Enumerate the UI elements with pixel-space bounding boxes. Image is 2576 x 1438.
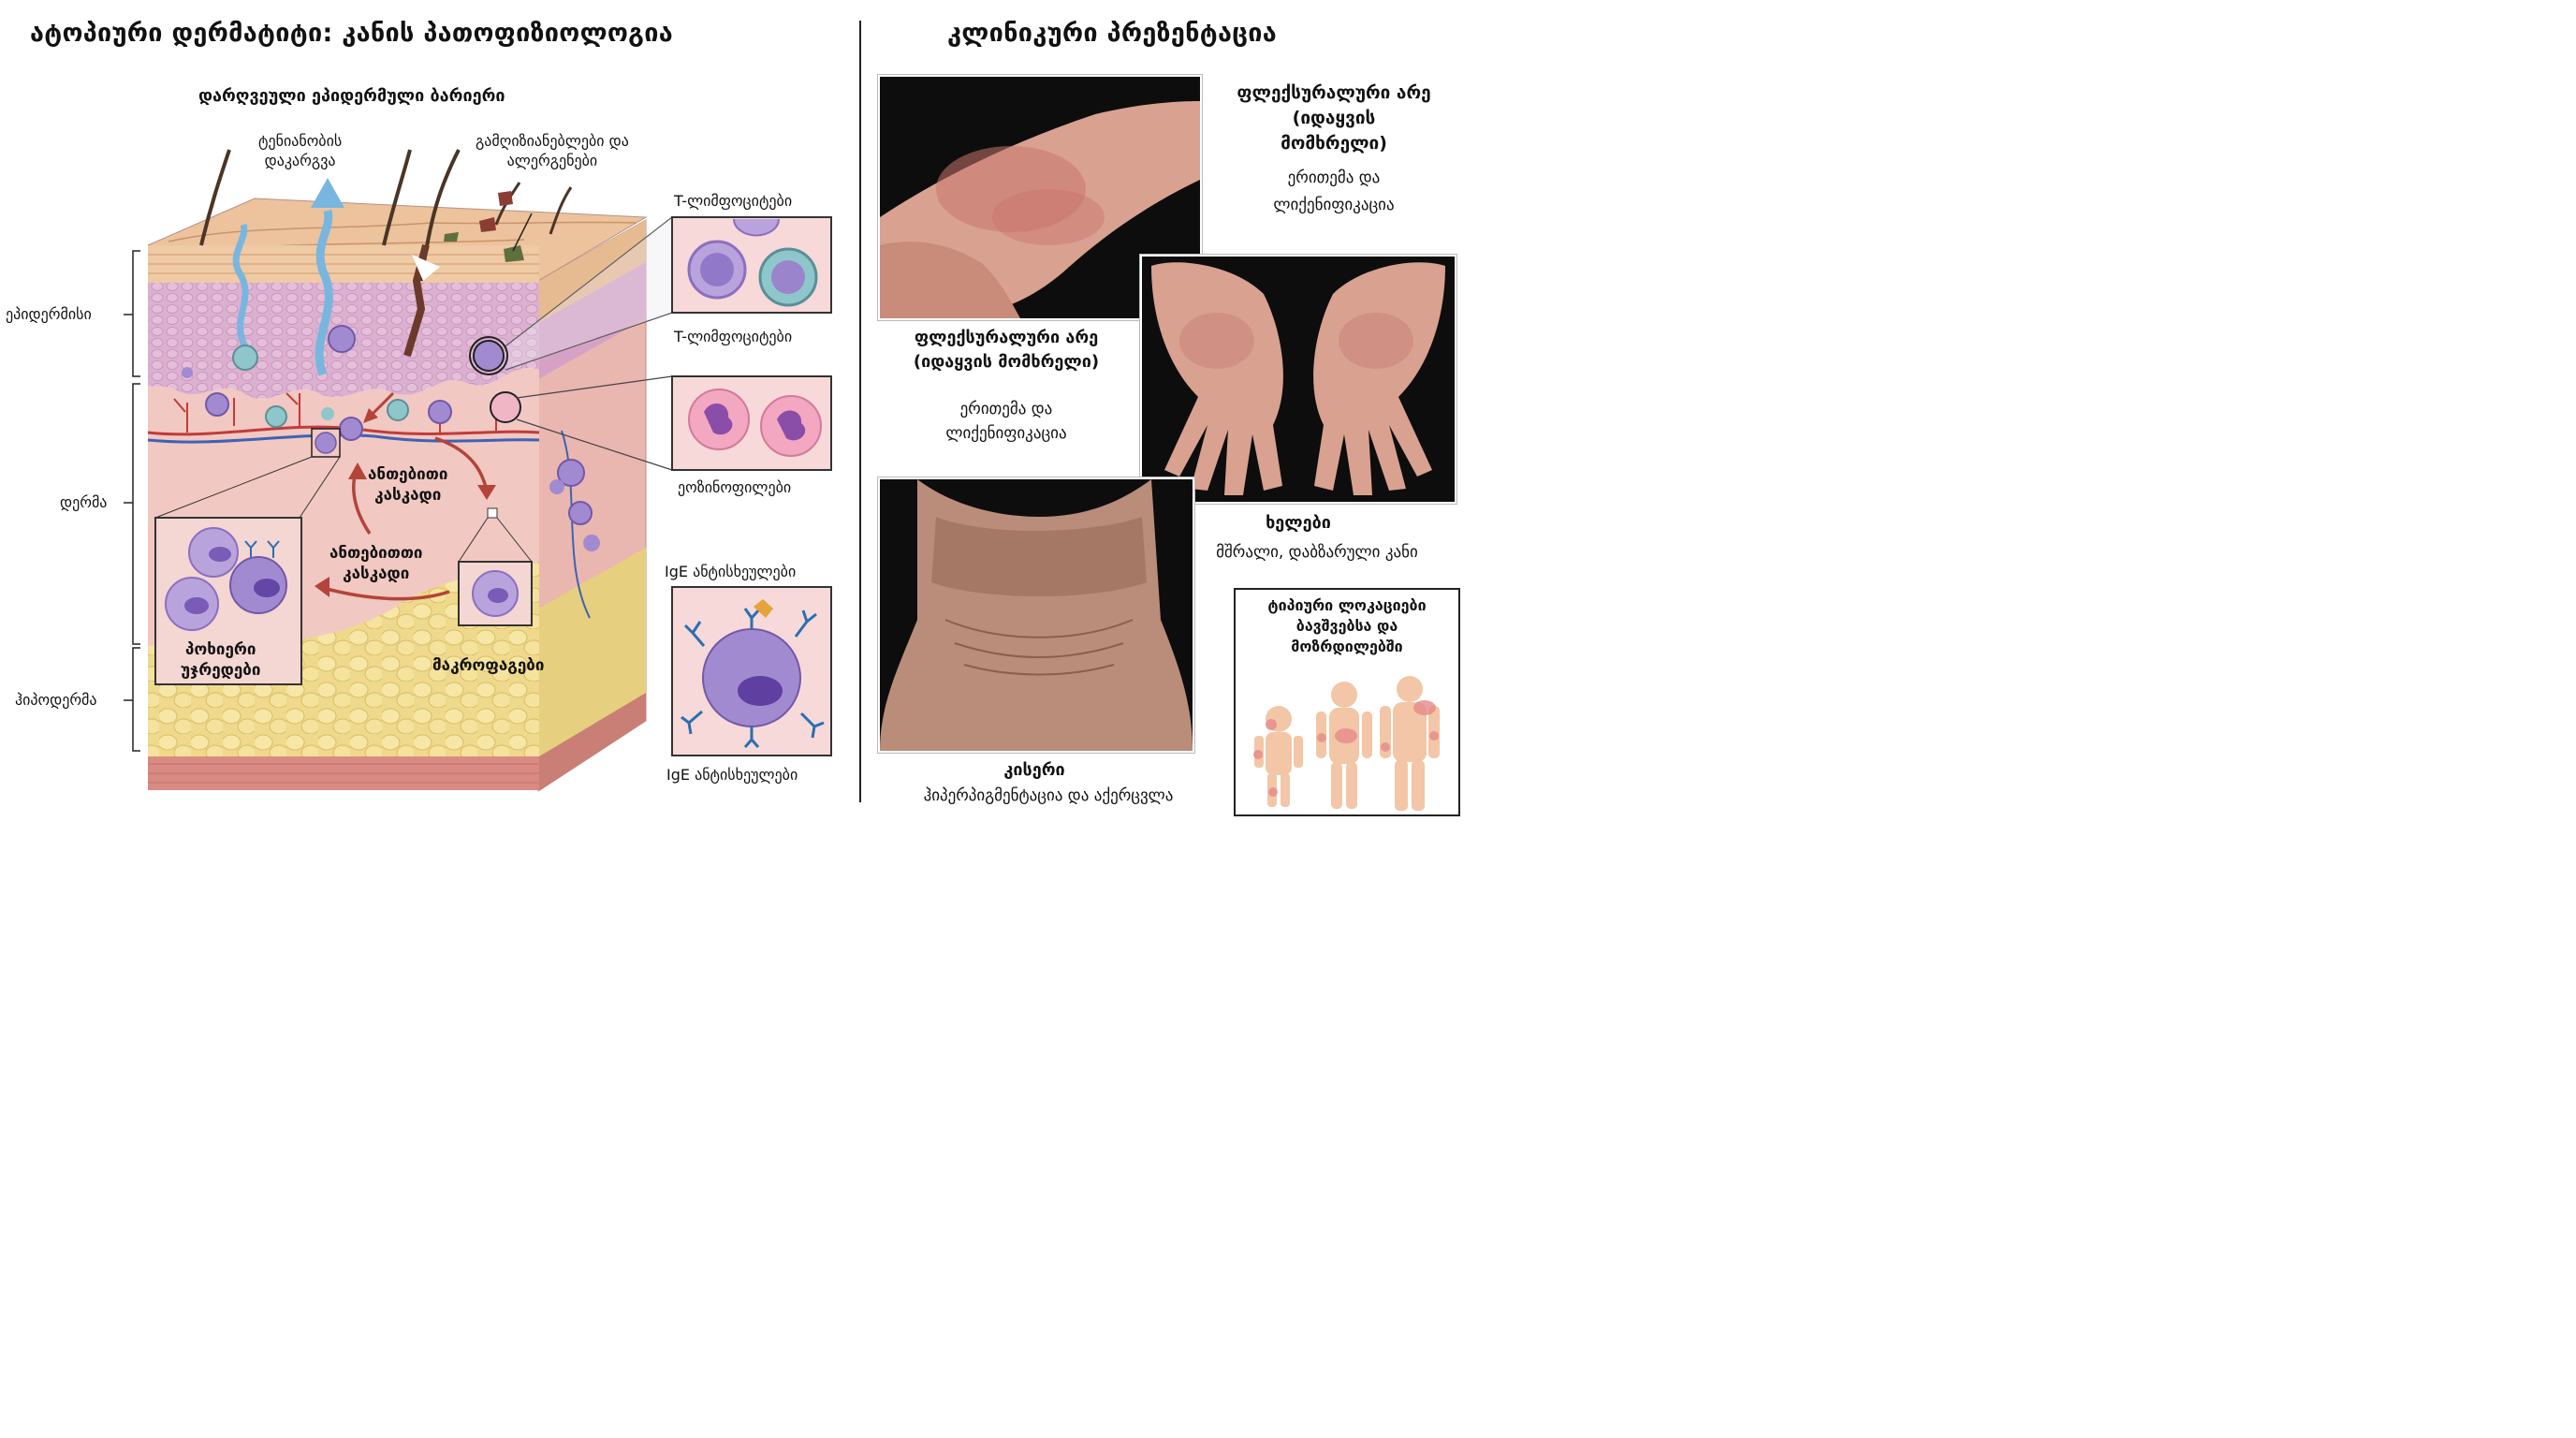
flexural-caption-desc-2: ლიქენიფიკაცია xyxy=(945,424,1067,443)
macrophages-label: მაკროფაგები xyxy=(432,656,545,675)
hypodermis-label: ჰიპოდერმა xyxy=(15,691,97,709)
flexural-caption-title-2: (იდაყვის მომხრელი) xyxy=(913,352,1100,372)
right-title: კლინიკური პრეზენტაცია xyxy=(947,19,1278,48)
typical-title-3: მოზრდილებში xyxy=(1291,638,1403,655)
flexural-side-title-3: მომხრელი) xyxy=(1281,133,1387,154)
water-loss-line-2: დაკარგვა xyxy=(264,152,336,169)
flexural-side-desc: ერითემა და ლიქენიფიკაცია xyxy=(1226,165,1442,219)
body-figures xyxy=(1253,676,1440,811)
inflammatory-cascade-1: ანთებითი კასკადი xyxy=(368,464,447,506)
skin-cross-section-diagram xyxy=(124,149,832,792)
flexural-side-title-2: (იდაყვის xyxy=(1292,108,1376,128)
typical-title-2: ბავშვებსა და xyxy=(1295,617,1398,635)
flexural-caption-desc-1: ერითემა და xyxy=(959,400,1053,418)
hypodermis-fat xyxy=(148,562,539,756)
eosinophils-label: ეოზინოფილები xyxy=(678,478,792,496)
irritants-line-1: გამღიზიანებლები და xyxy=(476,132,629,150)
ige-top-label: IgE ანტისხეულები xyxy=(665,563,797,580)
water-loss-line-1: ტენიანობის xyxy=(258,132,343,150)
section-divider xyxy=(859,21,861,802)
irritants-label: გამღიზიანებლები და ალერგენები xyxy=(476,131,629,170)
elbow-illustration xyxy=(880,101,1200,318)
flexural-caption-title: ფლექსურალური არე (იდაყვის მომხრელი) xyxy=(880,326,1133,374)
typical-title: ტიპიური ლოკაციები ბავშვებსა და მოზრდილებ… xyxy=(1236,595,1458,657)
flexural-side-desc-1: ერითემა და xyxy=(1287,169,1381,187)
t-cells-bottom-label: T-ლიმფოციტები xyxy=(674,328,793,345)
flexural-side-desc-2: ლიქენიფიკაცია xyxy=(1273,196,1395,214)
inflam-2-line-1: ანთებითთი xyxy=(329,544,423,563)
mast-cells-line-2: უჯრედები xyxy=(181,661,261,680)
hands-photo xyxy=(1140,255,1456,504)
water-loss-label: ტენიანობის დაკარგვა xyxy=(258,131,342,170)
left-title: ატოპიური დერმატიტი: კანის პათოფიზიოლოგია xyxy=(30,19,674,48)
neck-title: კისერი xyxy=(1003,760,1065,780)
typical-locations-box: ტიპიური ლოკაციები ბავშვებსა და მოზრდილებ… xyxy=(1234,588,1460,816)
inflam-1-line-2: კასკადი xyxy=(374,486,442,505)
hands-desc: მშრალი, დაბზარული კანი xyxy=(1216,543,1418,562)
t-cells-top-label: T-ლიმფოციტები xyxy=(674,192,793,210)
dermis-label: დერმა xyxy=(60,493,108,511)
neck-illustration xyxy=(880,479,1193,751)
immune-cells xyxy=(182,325,600,551)
hands-illustration xyxy=(1151,262,1445,495)
neck-photo xyxy=(878,477,1194,753)
hands-title: ხელები xyxy=(1266,513,1331,533)
flexural-caption-desc: ერითემა და ლიქენიფიკაცია xyxy=(899,397,1114,446)
flexural-caption-title-1: ფლექსურალური არე xyxy=(914,328,1099,347)
irritants-line-2: ალერგენები xyxy=(506,152,598,169)
epidermis-label: ეპიდერმისი xyxy=(6,305,92,323)
mast-cells-line-1: პოხიერი xyxy=(184,640,256,659)
neck-desc: ჰიპერპიგმენტაცია და აქერცვლა xyxy=(923,786,1174,805)
inflam-1-line-1: ანთებითი xyxy=(368,465,448,484)
flexural-side-title: ფლექსურალური არე (იდაყვის მომხრელი) xyxy=(1208,81,1460,156)
inflam-2-line-2: კასკადი xyxy=(343,565,410,583)
mast-cells-label: პოხიერი უჯრედები xyxy=(181,639,260,681)
typical-title-1: ტიპიური ლოკაციები xyxy=(1267,596,1427,614)
barrier-title: დარღვეული ეპიდერმული ბარიერი xyxy=(198,86,505,106)
inflammatory-cascade-2: ანთებითთი კასკადი xyxy=(329,543,422,584)
flexural-side-title-1: ფლექსურალური არე xyxy=(1237,82,1431,103)
ige-bottom-label: IgE ანტისხეულები xyxy=(666,766,798,784)
